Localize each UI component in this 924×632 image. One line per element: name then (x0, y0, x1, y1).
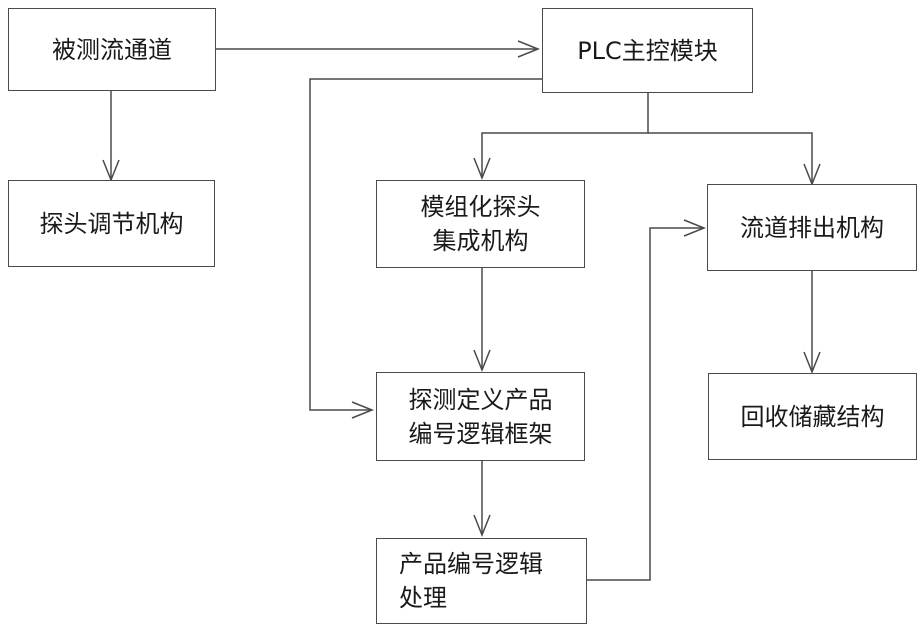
node-discharge: 流道排出机构 (707, 184, 917, 271)
node-modular-probe: 模组化探头 集成机构 (376, 180, 585, 268)
node-framework: 探测定义产品 编号逻辑框架 (376, 372, 585, 461)
node-probe-adjust: 探头调节机构 (8, 180, 215, 267)
node-probe-adjust-label: 探头调节机构 (40, 207, 184, 241)
node-processing: 产品编号逻辑 处理 (376, 538, 587, 624)
node-recycle-label: 回收储藏结构 (741, 400, 885, 434)
node-processing-line-2: 处理 (399, 581, 447, 615)
node-modular-probe-line-1: 模组化探头 (421, 190, 541, 224)
node-channel: 被测流通道 (8, 8, 216, 91)
node-modular-probe-line-2: 集成机构 (433, 224, 529, 258)
node-plc-label: PLC主控模块 (577, 34, 718, 68)
node-recycle: 回收储藏结构 (708, 373, 917, 460)
node-discharge-label: 流道排出机构 (740, 211, 884, 245)
connector-processing-to-discharge (587, 228, 704, 580)
node-channel-label: 被测流通道 (52, 33, 172, 67)
connector-plc-to-discharge (648, 133, 812, 184)
node-framework-line-1: 探测定义产品 (409, 383, 553, 417)
node-processing-line-1: 产品编号逻辑 (399, 547, 543, 581)
node-plc: PLC主控模块 (542, 8, 753, 93)
connector-plc-split (482, 93, 648, 178)
node-framework-line-2: 编号逻辑框架 (409, 417, 553, 451)
